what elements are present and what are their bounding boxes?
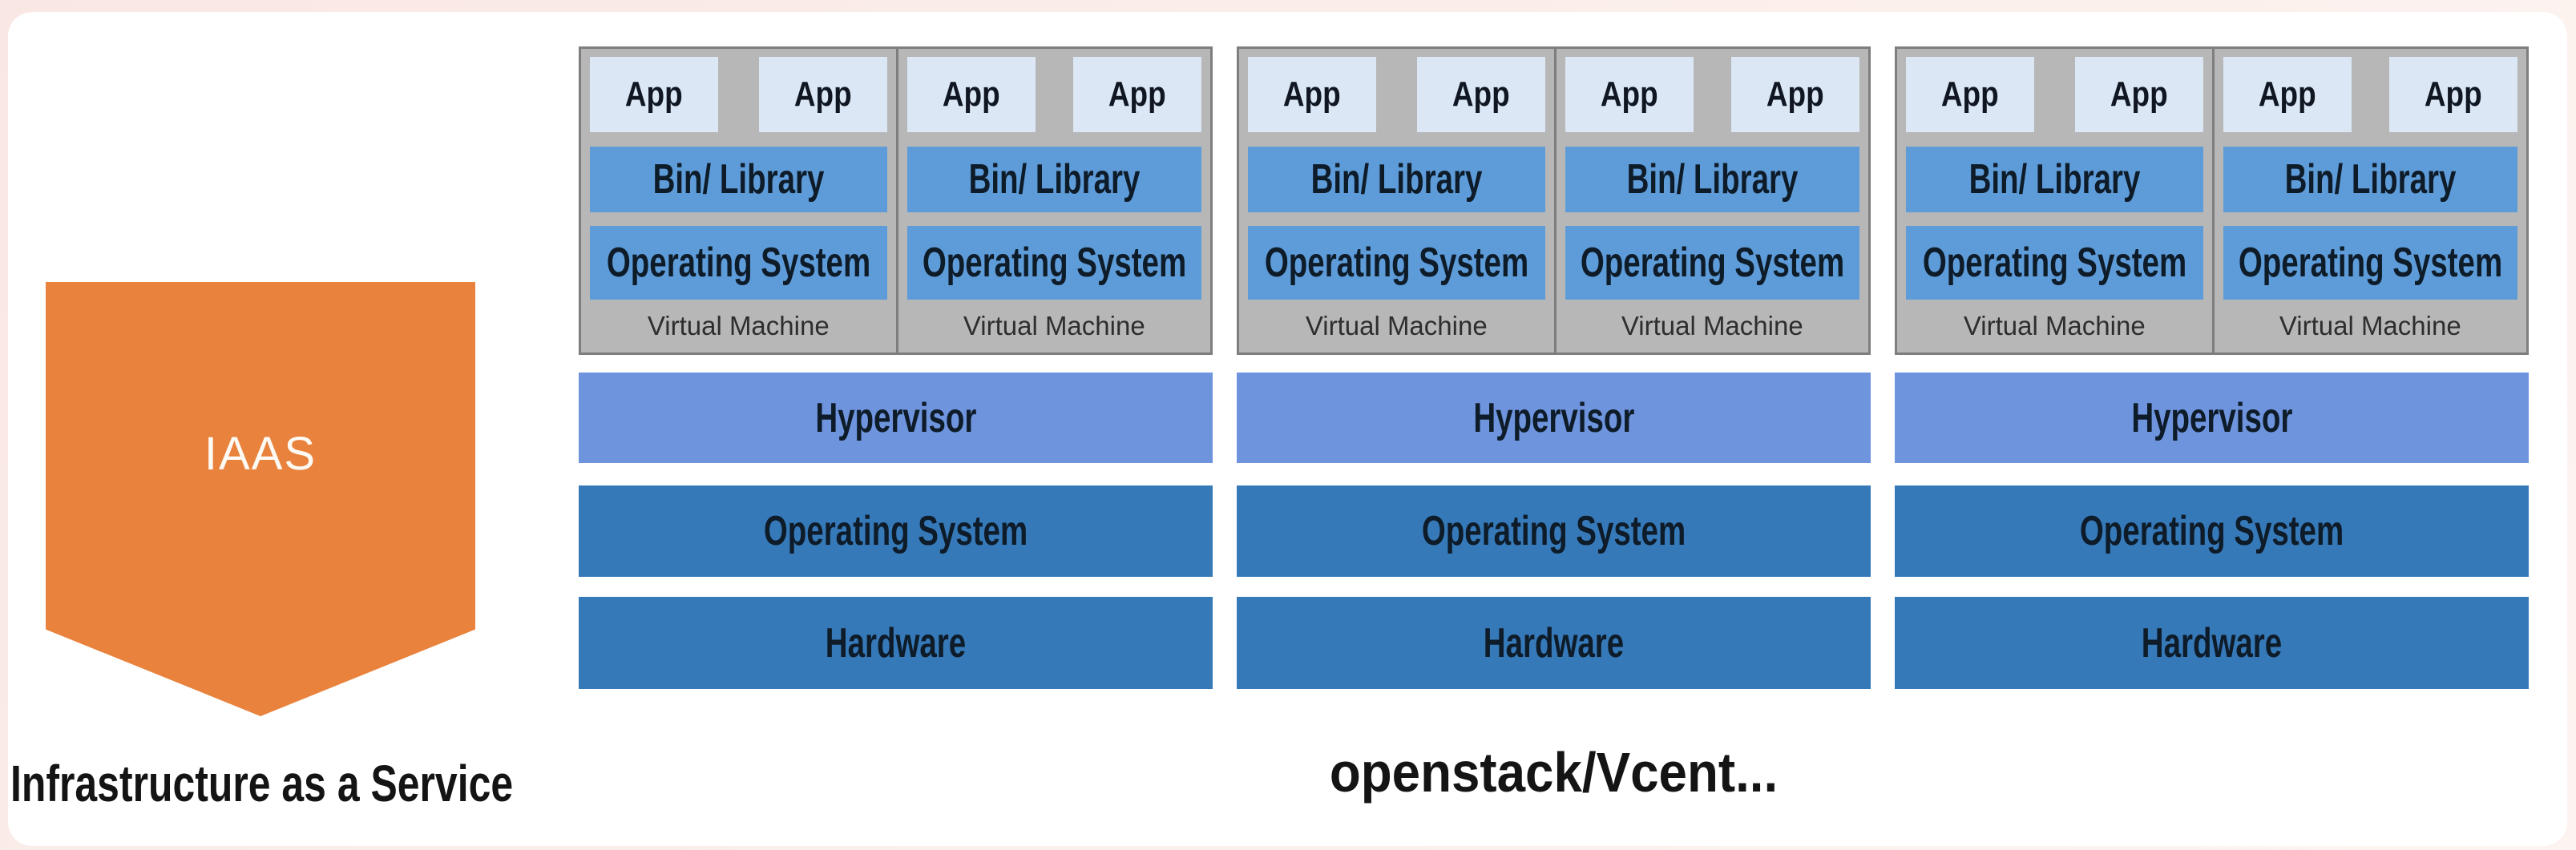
- app-box: App: [1565, 57, 1694, 132]
- iaas-label: IAAS: [204, 428, 317, 480]
- app-box: App: [2389, 57, 2517, 132]
- guest-os-bar: Operating System: [1248, 226, 1545, 300]
- app-box: App: [2223, 57, 2352, 132]
- iaas-caption: Infrastructure as a Service: [10, 755, 514, 812]
- bin-library-label: Bin/ Library: [968, 156, 1141, 203]
- virtual-machine: App App Bin/ Library Operating System Vi…: [1239, 49, 1554, 352]
- bin-library-label: Bin/ Library: [1626, 156, 1799, 203]
- hypervisor-bar: Hypervisor: [579, 373, 1213, 463]
- guest-os-label: Operating System: [1580, 240, 1844, 286]
- vm-label: Virtual Machine: [963, 311, 1145, 340]
- bin-library-bar: Bin/ Library: [906, 147, 1201, 212]
- vm-host-box: App App Bin/ Library Operating System Vi…: [579, 46, 1213, 355]
- bin-library-bar: Bin/ Library: [2223, 147, 2517, 212]
- stack-column-2: App App Bin/ Library Operating System Vi…: [1237, 46, 1871, 689]
- app-row: App App: [2223, 57, 2517, 132]
- app-box: App: [1906, 57, 2034, 132]
- app-box: App: [1248, 57, 1376, 132]
- bin-library-label: Bin/ Library: [1310, 156, 1483, 203]
- stack-column-1: App App Bin/ Library Operating System Vi…: [579, 46, 1213, 689]
- app-row: App App: [1565, 57, 1859, 132]
- hardware-bar: Hardware: [1237, 597, 1871, 689]
- guest-os-bar: Operating System: [1906, 226, 2203, 300]
- app-box: App: [2074, 57, 2203, 132]
- app-box: App: [590, 57, 718, 132]
- app-box: App: [758, 57, 887, 132]
- bin-library-label: Bin/ Library: [652, 156, 825, 203]
- bin-library-bar: Bin/ Library: [590, 147, 887, 212]
- host-os-label: Operating System: [1421, 508, 1686, 554]
- app-label: App: [1283, 75, 1341, 114]
- app-row: App App: [1906, 57, 2203, 132]
- app-label: App: [2110, 75, 2168, 114]
- vm-label: Virtual Machine: [1621, 311, 1803, 340]
- app-label: App: [2425, 75, 2482, 114]
- bin-library-bar: Bin/ Library: [1248, 147, 1545, 212]
- virtual-machine: App App Bin/ Library Operating System Vi…: [1553, 49, 1869, 352]
- iaas-arrow-shape: IAAS: [46, 282, 475, 716]
- virtual-machine: App App Bin/ Library Operating System Vi…: [2211, 49, 2527, 352]
- host-os-bar: Operating System: [579, 485, 1213, 577]
- app-row: App App: [906, 57, 1201, 132]
- app-box: App: [906, 57, 1036, 132]
- app-label: App: [793, 75, 852, 114]
- host-os-bar: Operating System: [1237, 485, 1871, 577]
- guest-os-label: Operating System: [1922, 240, 2186, 286]
- bin-library-bar: Bin/ Library: [1906, 147, 2203, 212]
- guest-os-label: Operating System: [1264, 240, 1528, 286]
- vm-label: Virtual Machine: [1963, 311, 2146, 340]
- hardware-bar: Hardware: [1895, 597, 2529, 689]
- guest-os-bar: Operating System: [1565, 226, 1859, 300]
- hardware-label: Hardware: [1483, 619, 1625, 667]
- app-label: App: [942, 75, 1000, 114]
- hypervisor-label: Hypervisor: [814, 394, 977, 441]
- guest-os-bar: Operating System: [590, 226, 887, 300]
- app-label: App: [1600, 75, 1658, 114]
- app-label: App: [1941, 75, 1999, 114]
- hypervisor-label: Hypervisor: [1472, 394, 1635, 441]
- vm-label: Virtual Machine: [1305, 311, 1488, 340]
- host-os-bar: Operating System: [1895, 485, 2529, 577]
- guest-os-label: Operating System: [2238, 240, 2502, 286]
- app-box: App: [1416, 57, 1545, 132]
- virtualization-stacks: App App Bin/ Library Operating System Vi…: [579, 46, 2529, 689]
- app-box: App: [1731, 57, 1859, 132]
- stack-column-3: App App Bin/ Library Operating System Vi…: [1895, 46, 2529, 689]
- app-row: App App: [590, 57, 887, 132]
- app-label: App: [1452, 75, 1510, 114]
- app-label: App: [2258, 75, 2316, 114]
- bin-library-label: Bin/ Library: [1968, 156, 2141, 203]
- hardware-label: Hardware: [825, 619, 967, 667]
- bin-library-label: Bin/ Library: [2284, 156, 2457, 203]
- virtual-machine: App App Bin/ Library Operating System Vi…: [581, 49, 896, 352]
- guest-os-bar: Operating System: [2223, 226, 2517, 300]
- vm-label: Virtual Machine: [2279, 311, 2461, 340]
- virtual-machine: App App Bin/ Library Operating System Vi…: [895, 49, 1211, 352]
- app-label: App: [625, 75, 683, 114]
- hypervisor-label: Hypervisor: [2130, 394, 2293, 441]
- hypervisor-bar: Hypervisor: [1237, 373, 1871, 463]
- guest-os-bar: Operating System: [906, 226, 1201, 300]
- app-box: App: [1073, 57, 1201, 132]
- app-row: App App: [1248, 57, 1545, 132]
- hardware-bar: Hardware: [579, 597, 1213, 689]
- platform-caption: openstack/Vcent...: [1329, 741, 1779, 804]
- host-os-label: Operating System: [763, 508, 1028, 554]
- app-label: App: [1766, 75, 1824, 114]
- app-label: App: [1108, 75, 1166, 114]
- vm-host-box: App App Bin/ Library Operating System Vi…: [1237, 46, 1871, 355]
- vm-label: Virtual Machine: [647, 311, 830, 340]
- hardware-label: Hardware: [2141, 619, 2283, 667]
- hypervisor-bar: Hypervisor: [1895, 373, 2529, 463]
- virtual-machine: App App Bin/ Library Operating System Vi…: [1897, 49, 2212, 352]
- vm-host-box: App App Bin/ Library Operating System Vi…: [1895, 46, 2529, 355]
- host-os-label: Operating System: [2079, 508, 2344, 554]
- guest-os-label: Operating System: [922, 240, 1186, 286]
- bin-library-bar: Bin/ Library: [1565, 147, 1859, 212]
- guest-os-label: Operating System: [606, 240, 870, 286]
